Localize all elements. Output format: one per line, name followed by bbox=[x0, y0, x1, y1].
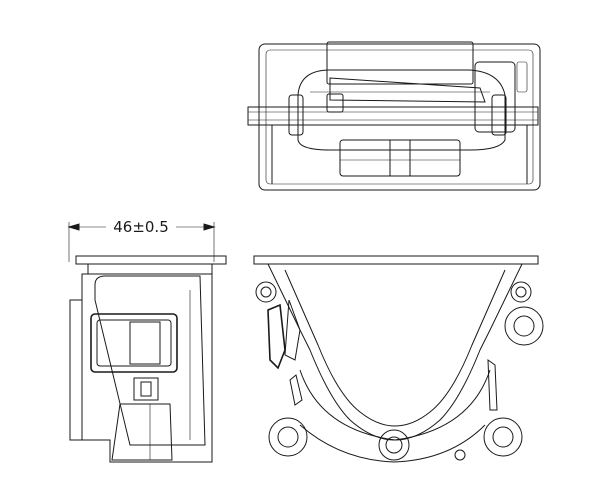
top-view bbox=[247, 41, 541, 191]
dimension-annotation: 46±0.5 bbox=[67, 214, 216, 262]
dimension-label: 46±0.5 bbox=[113, 218, 169, 236]
side-view bbox=[69, 255, 227, 463]
front-view bbox=[253, 255, 544, 463]
